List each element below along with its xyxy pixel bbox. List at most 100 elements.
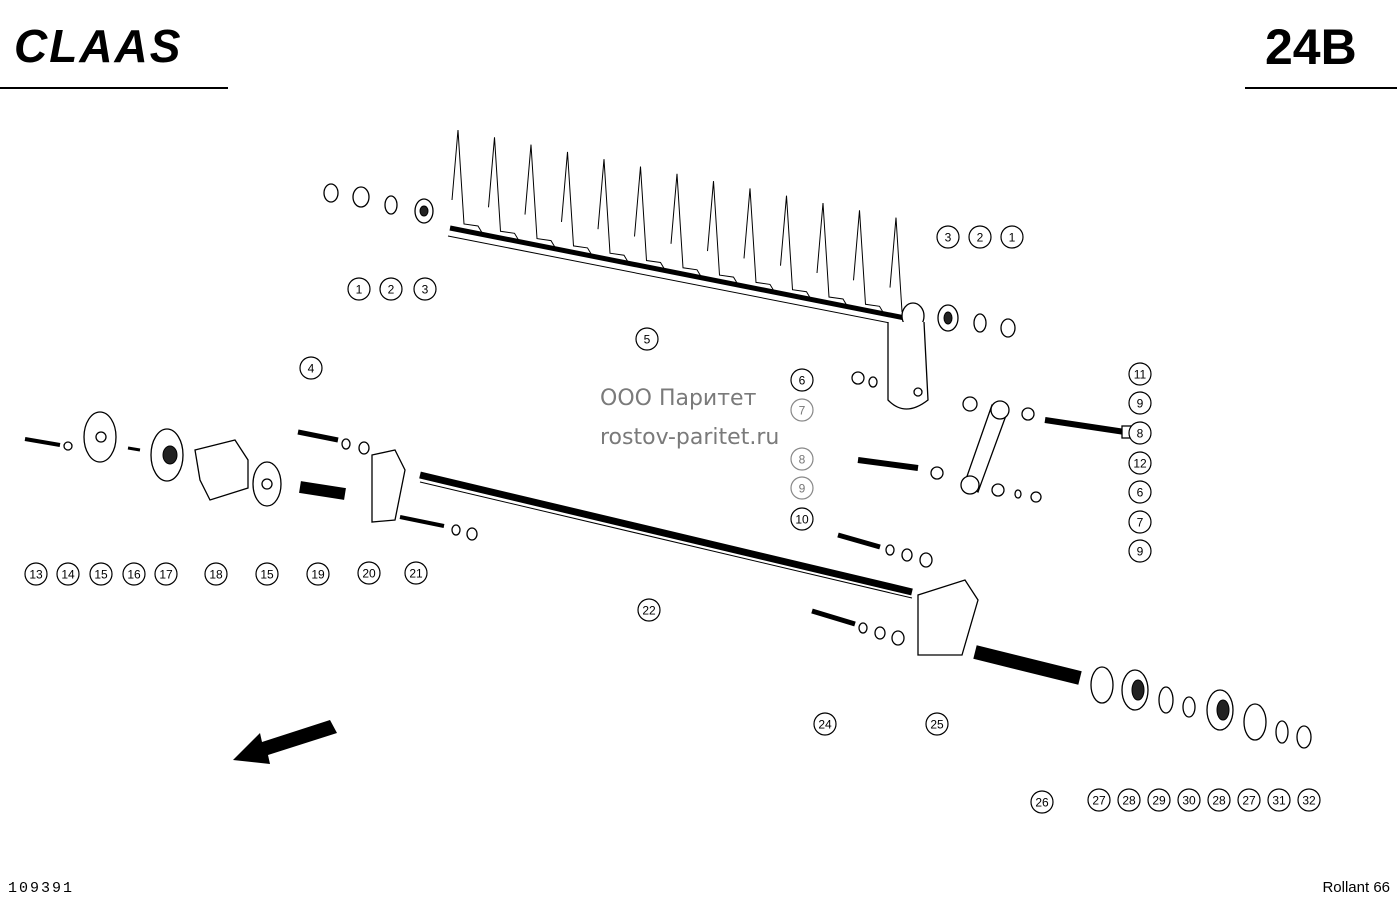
callout: 31 [1267,788,1291,812]
callout-circle [790,447,814,471]
callout-circle [1128,421,1152,445]
callout-number: 21 [409,567,423,581]
left-drive-parts [24,411,478,541]
callout: 28 [1117,788,1141,812]
callout: 28 [1207,788,1231,812]
callout-circle [1297,788,1321,812]
tine [780,195,813,302]
watermark-url: rostov-paritet.ru [600,425,779,450]
callout-number: 6 [799,374,806,388]
callout-circle [379,277,403,301]
callout-circle [1030,790,1054,814]
callout-number: 1 [1009,231,1016,245]
page-code: 24B [1265,19,1357,75]
callout-number: 2 [977,231,984,245]
callout-circle [347,277,371,301]
drive-shaft [419,471,913,596]
callout-number: 3 [945,231,952,245]
brand-logo: CLAAS [14,20,182,72]
callout-number: 1 [356,283,363,297]
callout-number: 10 [795,513,809,527]
callout: 6 [1128,480,1152,504]
callout-circle [813,712,837,736]
callout: 10 [790,507,814,531]
callout: 15 [89,562,113,586]
callout-number: 9 [799,482,806,496]
callout: 29 [1147,788,1171,812]
callout-number: 7 [799,404,806,418]
callout-circle [1128,510,1152,534]
callout: 5 [635,327,659,351]
callout: 9 [1128,539,1152,563]
callout-number: 25 [930,718,944,732]
callout-circle [790,476,814,500]
callout-circle [637,598,661,622]
callout-number: 8 [799,453,806,467]
callout: 15 [255,562,279,586]
callout: 22 [637,598,661,622]
callout-number: 6 [1137,486,1144,500]
callout-circle [635,327,659,351]
tine-bar-assembly [447,129,929,410]
right-bearing-parts [937,304,1016,338]
drawing-number: 109391 [8,880,74,897]
tine [451,129,485,237]
callout-circle [1128,391,1152,415]
callout-number: 16 [127,568,141,582]
callout: 16 [122,562,146,586]
callout-circle [925,712,949,736]
callout-number: 22 [642,604,656,618]
callout: 25 [925,712,949,736]
callout: 18 [204,562,228,586]
callout-circle [790,398,814,422]
tine [743,188,777,295]
callout-number: 19 [311,568,325,582]
callout: 19 [306,562,330,586]
model-name: Rollant 66 [1322,879,1390,896]
tine [670,173,704,281]
callout: 30 [1177,788,1201,812]
callout-circle [89,562,113,586]
callout-number: 24 [818,718,832,732]
callout: 9 [790,476,814,500]
callout-number: 28 [1122,794,1136,808]
callout-circle [24,562,48,586]
callout-circle [357,561,381,585]
callout-circle [1128,480,1152,504]
callout-number: 14 [61,568,75,582]
tine [561,151,594,259]
callout-circle [1267,788,1291,812]
tine [707,181,740,288]
callout-number: 17 [159,568,173,582]
callout-number: 3 [422,283,429,297]
direction-arrow-icon [233,720,337,764]
callout-number: 31 [1272,794,1286,808]
callout: 11 [1128,362,1152,386]
callout: 7 [790,398,814,422]
callout-number: 32 [1302,794,1316,808]
tine [524,144,558,251]
callout-number: 26 [1035,796,1049,810]
callout-number: 28 [1212,794,1226,808]
callout-number: 30 [1182,794,1196,808]
callout-circle [790,507,814,531]
callout-number: 9 [1137,545,1144,559]
callout-circle [1128,451,1152,475]
callout: 3 [413,277,437,301]
callout-circle [1128,539,1152,563]
watermark-company: ООО Паритет [600,386,757,411]
callout: 20 [357,561,381,585]
tine-row [451,129,923,324]
callout-circle [1117,788,1141,812]
callout: 8 [1128,421,1152,445]
callout-circle [255,562,279,586]
callout: 1 [1000,225,1024,249]
callout: 9 [1128,391,1152,415]
callout-circle [968,225,992,249]
callout: 32 [1297,788,1321,812]
callout-number: 20 [362,567,376,581]
callout: 21 [404,561,428,585]
